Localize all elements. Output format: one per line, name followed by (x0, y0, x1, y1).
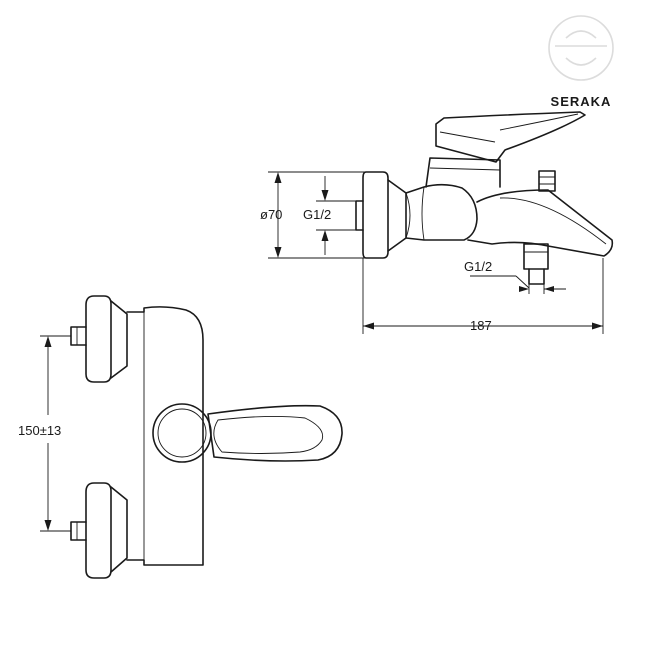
bottom-union-flange (85, 482, 112, 579)
mixer-body-front (126, 306, 204, 566)
dim-thread-inlet: G1/2 (303, 207, 331, 222)
mixer-body-side (405, 183, 478, 241)
top-union-neck (110, 300, 128, 379)
inlet-pipe (355, 200, 364, 231)
top-union-flange (85, 295, 112, 383)
diverter-knob (538, 170, 556, 192)
wall-flange (362, 171, 389, 259)
bath-spout (467, 189, 614, 257)
dim-spacing: 150±13 (18, 423, 61, 438)
side-view: ø70 G1/2 G1/2 187 (260, 111, 614, 334)
watermark-logo: SERAKA (548, 15, 614, 109)
hose-outlet (523, 243, 549, 270)
flange-neck (387, 179, 407, 252)
bottom-union-neck (110, 486, 128, 573)
cartridge-housing (425, 157, 501, 188)
dim-length: 187 (470, 318, 492, 333)
bottom-inlet-pipe (70, 521, 87, 541)
lever-handle-front (207, 404, 343, 462)
watermark-brand-text: SERAKA (551, 94, 612, 109)
dim-diameter: ø70 (260, 207, 282, 222)
top-inlet-pipe (70, 326, 87, 346)
dim-thread-outlet: G1/2 (464, 259, 492, 274)
front-view: 150±13 (18, 295, 343, 579)
lever-handle (435, 111, 586, 163)
